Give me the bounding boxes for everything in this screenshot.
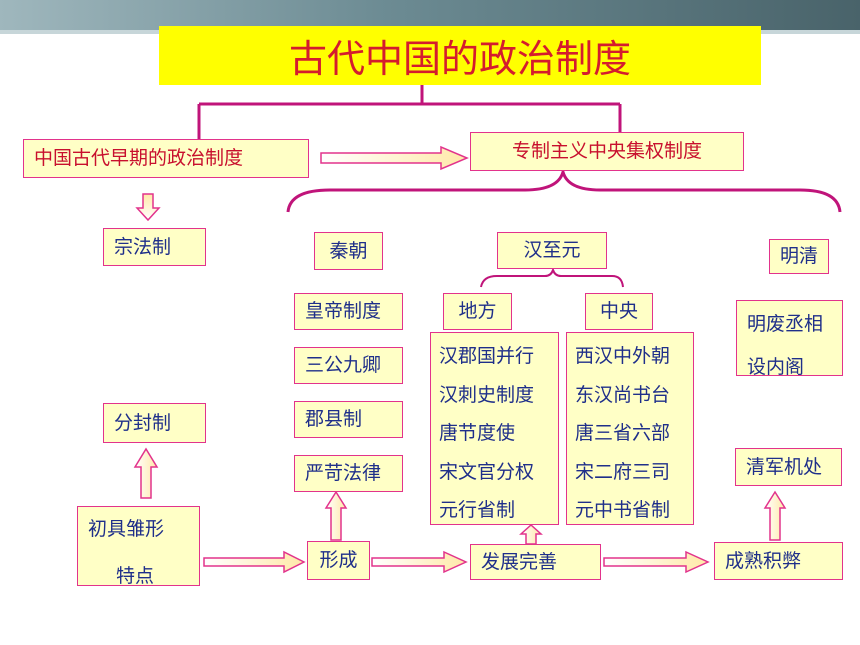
- decor-line: [785, 40, 803, 42]
- arrow-to-qin-items: [324, 490, 348, 541]
- qin-item: 三公九卿: [294, 347, 403, 384]
- arrow-to-formation: [203, 550, 306, 574]
- qin-item: 严苛法律: [294, 455, 403, 492]
- ming-qing-label-box: 明清: [769, 239, 829, 274]
- formation-stage-box: 形成: [307, 541, 370, 580]
- feudal-system-box: 分封制: [103, 403, 206, 443]
- arrow-to-qing: [763, 490, 787, 541]
- maturity-stage-box: 成熟积弊: [714, 542, 843, 580]
- qin-label-box: 秦朝: [314, 232, 383, 270]
- qin-item: 郡县制: [294, 401, 403, 438]
- centralized-system-box: 专制主义中央集权制度: [470, 132, 744, 171]
- list-item: 唐节度使: [439, 422, 516, 444]
- arrow-to-han-yuan-lists: [519, 523, 543, 545]
- clan-system-box: 宗法制: [103, 228, 206, 266]
- central-label-box: 中央: [585, 293, 653, 330]
- list-item: 汉郡国并行: [439, 345, 535, 367]
- list-item: 元行省制: [439, 499, 516, 521]
- ming-line2: 设内阁: [747, 356, 805, 378]
- initial-stage-line2: 特点: [116, 565, 155, 587]
- list-item: 元中书省制: [575, 499, 671, 521]
- ming-line1: 明废丞相: [747, 313, 824, 335]
- arrow-to-feudal: [133, 447, 159, 499]
- central-systems-list: 西汉中外朝 东汉尚书台 唐三省六部 宋二府三司 元中书省制: [566, 332, 694, 525]
- han-yuan-label-box: 汉至元: [497, 232, 607, 269]
- list-item: 西汉中外朝: [575, 345, 671, 367]
- list-item: 东汉尚书台: [575, 383, 671, 406]
- ming-cabinet-box: 明废丞相 设内阁: [736, 300, 843, 378]
- initial-stage-box: 初具雏形 特点: [77, 506, 200, 587]
- qin-item: 皇帝制度: [294, 293, 403, 330]
- list-item: 唐三省六部: [575, 422, 671, 444]
- development-stage-box: 发展完善: [470, 544, 601, 580]
- decor-line: [766, 47, 796, 49]
- diagram-title: 古代中国的政治制度: [159, 26, 761, 85]
- list-item: 宋文官分权: [439, 460, 535, 483]
- qing-council-box: 清军机处: [735, 448, 842, 486]
- arrow-formation-to-development: [371, 550, 468, 574]
- early-systems-box: 中国古代早期的政治制度: [23, 139, 309, 178]
- title-branch-connector: [197, 85, 622, 139]
- list-item: 宋二府三司: [575, 460, 671, 483]
- dynasty-brace: [286, 166, 842, 213]
- arrow-early-to-centralized: [320, 145, 469, 171]
- header-bar: [0, 0, 860, 30]
- list-item: 汉刺史制度: [439, 383, 535, 406]
- local-systems-list: 汉郡国并行 汉刺史制度 唐节度使 宋文官分权 元行省制: [430, 332, 559, 525]
- arrow-to-clan: [135, 193, 161, 222]
- arrow-development-to-maturity: [603, 550, 710, 574]
- local-label-box: 地方: [443, 293, 512, 330]
- initial-stage-line1: 初具雏形: [88, 518, 165, 540]
- han-yuan-brace: [480, 266, 624, 288]
